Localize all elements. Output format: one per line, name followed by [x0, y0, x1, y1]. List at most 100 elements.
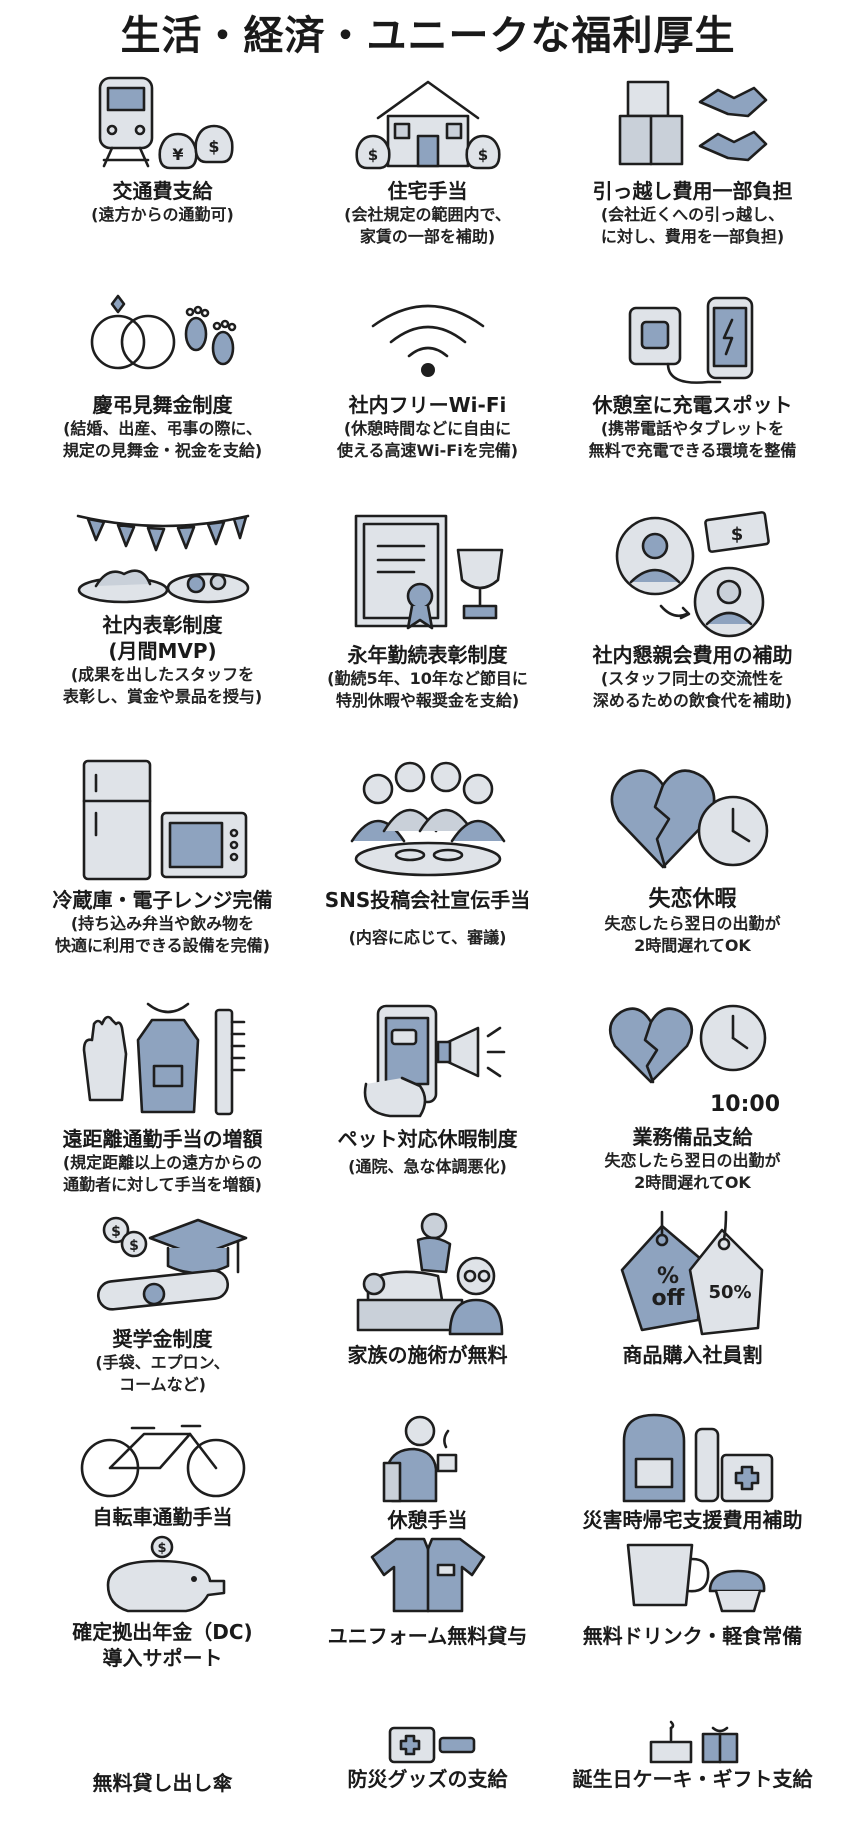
cake-gift-icon [649, 1720, 738, 1764]
benefit-description: (結婚、出産、弔事の際に、 規定の見舞金・祝金を支給) [62, 419, 263, 460]
benefit-item: $ 社内懇親会費用の補助 (スタッフ同士の交流性を 深めるための飲食代を補助) [550, 510, 835, 712]
benefit-name: 無料ドリンク・軽食常備 [582, 1624, 803, 1648]
benefit-item: 社内表彰制度 (月間MVP) (成果を出したスタッフを 表彰し、賞金や景品を授与… [20, 510, 305, 708]
benefit-description: (会社規定の範囲内で、 家賃の一部を補助) [344, 205, 511, 246]
benefit-item: $ 確定拠出年金（DC) 導入サポート [20, 1535, 305, 1671]
benefit-description: (成果を出したスタッフを 表彰し、賞金や景品を授与) [62, 665, 263, 706]
svg-text:$: $ [477, 146, 487, 164]
people-money-icon: $ [615, 511, 770, 638]
benefit-name: SNS投稿会社宣伝手当 [324, 888, 531, 912]
phone-megaphone-icon [363, 1004, 505, 1118]
benefit-name: 引っ越し費用一部負担 [592, 179, 793, 203]
benefit-item: 社内フリーWi-Fi (休憩時間などに自由に 使える高速Wi-Fiを完備) [285, 290, 570, 462]
train-money-icon: ¥ $ [98, 76, 234, 170]
benefit-item: $ $ 奨学金制度 (手袋、エプロン、 コームなど) [20, 1210, 305, 1396]
benefit-item: ペット対応休暇制度 (通院、急な体調悪化) [285, 1000, 570, 1178]
benefit-description: (手袋、エプロン、 コームなど) [95, 1353, 230, 1394]
wifi-icon [371, 304, 484, 377]
benefit-name: 家族の施術が無料 [347, 1343, 508, 1367]
benefit-description: (勤続5年、10年など節目に 特別休暇や報奨金を支給) [327, 669, 528, 710]
certificate-trophy-icon [354, 514, 503, 630]
percent-off-tag-label: % off [651, 1264, 685, 1311]
benefit-description: (休憩時間などに自由に 使える高速Wi-Fiを完備) [336, 419, 519, 460]
benefit-name: 冷蔵庫・電子レンジ完備 [52, 888, 273, 912]
firstaid-flashlight-icon [388, 1726, 475, 1764]
benefit-name: 社内表彰制度 (月間MVP) [102, 613, 223, 663]
benefit-item: 遠距離通勤手当の増額 (規定距離以上の遠方からの 通勤者に対して手当を増額) [20, 1000, 305, 1196]
svg-text:$: $ [208, 137, 219, 156]
benefit-item: % off 50% 商品購入社員割 [550, 1210, 835, 1368]
svg-text:$: $ [367, 146, 377, 164]
benefit-item: $ $ 住宅手当 (会社規定の範囲内で、 家賃の一部を補助) [285, 72, 570, 248]
benefit-name: 誕生日ケーキ・ギフト支給 [572, 1767, 813, 1791]
discount-tags-icon [620, 1210, 763, 1336]
benefit-item: 家族の施術が無料 [285, 1210, 570, 1368]
benefit-item: 失恋休暇 失恋したら翌日の出勤が 2時間遅れてOK [550, 755, 835, 957]
benefit-item: 誕生日ケーキ・ギフト支給 [550, 1720, 835, 1792]
benefit-name: 防災グッズの支給 [347, 1767, 508, 1791]
backpack-firstaid-icon [622, 1413, 773, 1503]
benefit-description: (規定距離以上の遠方からの 通勤者に対して手当を増額) [62, 1153, 263, 1194]
person-coffee-icon [382, 1415, 457, 1503]
benefit-name: 永年勤続表彰制度 [347, 643, 508, 667]
benefit-name: 住宅手当 [387, 179, 468, 203]
benefit-item: 無料ドリンク・軽食常備 [550, 1535, 835, 1649]
coffee-muffin-icon [626, 1543, 765, 1613]
bicycle-icon [80, 1424, 245, 1498]
benefit-item: 自転車通勤手当 [20, 1420, 305, 1530]
benefit-item: 冷蔵庫・電子レンジ完備 (持ち込み弁当や飲み物を 快適に利用できる設備を完備) [20, 755, 305, 957]
benefit-item: 無料貸し出し傘 [20, 1770, 305, 1796]
benefit-description: (携帯電話やタブレットを 無料で充電できる環境を整備 [588, 419, 797, 460]
benefit-item: 防災グッズの支給 [285, 1720, 570, 1792]
benefit-item: 災害時帰宅支援費用補助 [550, 1405, 835, 1533]
benefit-name: 交通費支給 [112, 179, 213, 203]
benefit-description: (持ち込み弁当や飲み物を 快適に利用できる設備を完備) [55, 914, 270, 955]
benefit-item: 休憩室に充電スポット (携帯電話やタブレットを 無料で充電できる環境を整備 [550, 290, 835, 462]
benefit-name: ペット対応休暇制度 [337, 1127, 518, 1151]
benefit-name: 商品購入社員割 [622, 1343, 763, 1367]
benefit-description: (会社近くへの引っ越し、 に対し、費用を一部負担) [600, 205, 785, 246]
fridge-microwave-icon [82, 759, 247, 881]
benefit-name: 業務備品支給 [632, 1125, 753, 1149]
benefit-item: 休憩手当 [285, 1405, 570, 1533]
party-food-icon [76, 514, 249, 604]
fifty-percent-tag-label: 50% [708, 1282, 752, 1303]
massage-icon [356, 1212, 503, 1336]
benefit-description: 失恋したら翌日の出勤が 2時間遅れてOK [604, 1151, 781, 1192]
benefit-item: 引っ越し費用一部負担 (会社近くへの引っ越し、 に対し、費用を一部負担) [550, 72, 835, 248]
clock-time-label: 10:00 [709, 1092, 781, 1117]
benefit-item: 永年勤続表彰制度 (勤続5年、10年など節目に 特別休暇や報奨金を支給) [285, 510, 570, 712]
benefit-name: 社内フリーWi-Fi [348, 393, 507, 417]
svg-text:$: $ [129, 1238, 139, 1254]
benefit-name: 自転車通勤手当 [92, 1505, 233, 1529]
benefit-description: (内容に応じて、審議) [348, 928, 507, 947]
benefit-description: 失恋したら翌日の出勤が 2時間遅れてOK [604, 914, 781, 955]
svg-text:¥: ¥ [172, 145, 183, 164]
benefit-name: 災害時帰宅支援費用補助 [582, 1508, 803, 1532]
benefit-description: (通院、急な体調悪化) [348, 1157, 507, 1176]
broken-heart-clock-icon [610, 769, 768, 869]
group-dinner-icon [350, 761, 505, 877]
benefit-name: 休憩手当 [387, 1508, 468, 1532]
svg-text:$: $ [111, 1224, 121, 1240]
benefit-name: 遠距離通勤手当の増額 [62, 1127, 263, 1151]
rings-footprints-icon [90, 294, 236, 370]
benefit-item: 10:00 業務備品支給 失恋したら翌日の出勤が 2時間遅れてOK [550, 1000, 835, 1194]
benefit-name: 奨学金制度 [112, 1327, 213, 1351]
benefit-name: 無料貸し出し傘 [92, 1771, 233, 1795]
benefit-name: 社内懇親会費用の補助 [592, 643, 793, 667]
benefit-name: 休憩室に充電スポット [592, 393, 793, 417]
house-money-icon: $ $ [354, 80, 501, 170]
benefit-item: 慶弔見舞金制度 (結婚、出産、弔事の際に、 規定の見舞金・祝金を支給) [20, 290, 305, 462]
svg-text:$: $ [157, 1541, 166, 1556]
benefit-description: (スタッフ同士の交流性を 深めるための飲食代を補助) [592, 669, 793, 710]
boxes-handshake-icon [618, 80, 767, 166]
svg-text:$: $ [730, 524, 743, 545]
charger-phone-icon [628, 296, 753, 384]
page-title: 生活・経済・ユニークな福利厚生 [120, 13, 736, 59]
broken-heart-clock-icon [608, 1004, 766, 1084]
benefit-name: 失恋休暇 [648, 887, 737, 912]
piggy-bank-icon: $ [106, 1535, 225, 1613]
benefit-item: SNS投稿会社宣伝手当 (内容に応じて、審議) [285, 755, 570, 949]
benefit-description: (遠方からの通勤可) [91, 205, 234, 224]
